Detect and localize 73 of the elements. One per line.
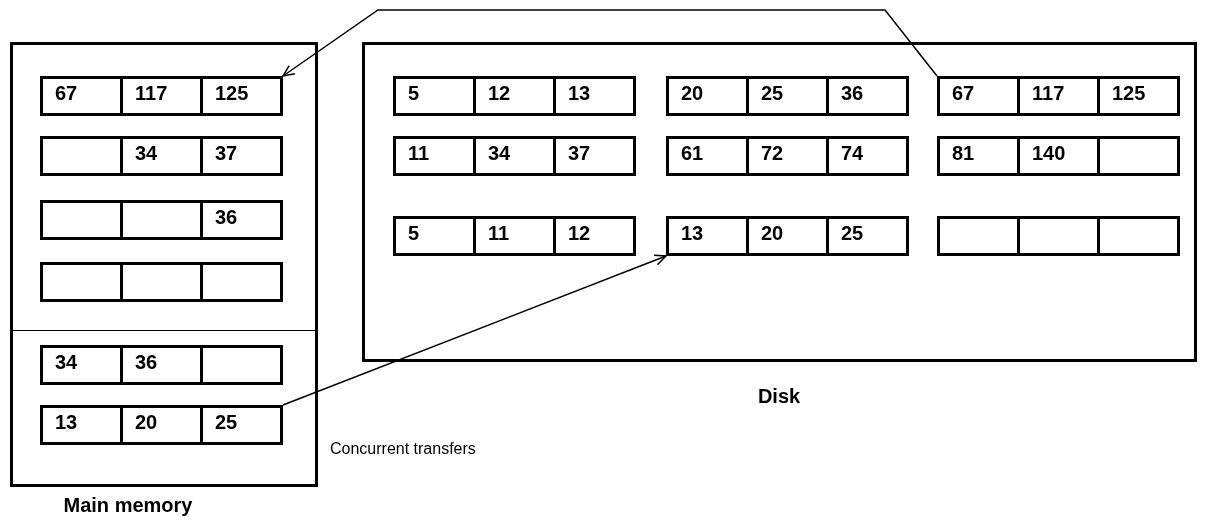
arrow xyxy=(282,254,667,406)
field-value: 34 xyxy=(135,141,158,165)
field-value: 34 xyxy=(488,141,511,165)
field-value: 25 xyxy=(215,410,238,434)
panel-title: Main memory xyxy=(63,494,193,517)
field-value: 37 xyxy=(215,141,238,165)
record-field xyxy=(666,216,749,256)
field-value: 13 xyxy=(568,81,591,105)
record-field xyxy=(826,76,909,116)
field-value: 13 xyxy=(681,221,704,245)
annotation-text: Concurrent transfers xyxy=(330,440,476,458)
field-value: 12 xyxy=(488,81,511,105)
record-field xyxy=(120,345,203,385)
record-field xyxy=(200,136,283,176)
record-field xyxy=(826,136,909,176)
record-field xyxy=(746,76,829,116)
field-value: 72 xyxy=(761,141,784,165)
field-value: 5 xyxy=(408,81,420,105)
record-field xyxy=(553,136,636,176)
field-value: 67 xyxy=(55,81,78,105)
record-field xyxy=(40,345,123,385)
field-value: 125 xyxy=(215,81,249,105)
record-field xyxy=(553,216,636,256)
field-value: 67 xyxy=(952,81,975,105)
record-field xyxy=(746,136,829,176)
record-field xyxy=(393,216,476,256)
record-field xyxy=(200,405,283,445)
record-field xyxy=(1097,76,1180,116)
field-value: 117 xyxy=(135,81,168,105)
field-value: 34 xyxy=(55,350,78,374)
record-field xyxy=(826,216,909,256)
record-field xyxy=(120,405,203,445)
record-field xyxy=(200,200,283,240)
field-value: 13 xyxy=(55,410,78,434)
field-value: 117 xyxy=(1032,81,1065,105)
field-value: 11 xyxy=(408,141,430,165)
record-field xyxy=(473,136,556,176)
record-field xyxy=(553,76,636,116)
record-field xyxy=(937,76,1020,116)
field-value: 140 xyxy=(1032,141,1066,165)
field-value: 36 xyxy=(215,205,238,229)
field-value: 25 xyxy=(761,81,784,105)
record-field xyxy=(666,76,749,116)
field-value: 36 xyxy=(135,350,158,374)
field-value: 25 xyxy=(841,221,864,245)
field-value: 37 xyxy=(568,141,591,165)
arrow xyxy=(282,9,938,77)
record-field xyxy=(200,76,283,116)
field-value: 81 xyxy=(952,141,975,165)
field-value: 11 xyxy=(488,221,510,245)
field-value: 12 xyxy=(568,221,591,245)
record-field xyxy=(473,76,556,116)
record-field xyxy=(666,136,749,176)
record-field xyxy=(393,136,476,176)
record-field xyxy=(40,76,123,116)
record-field xyxy=(1017,136,1100,176)
record-field xyxy=(40,405,123,445)
field-value: 125 xyxy=(1112,81,1146,105)
record-field xyxy=(393,76,476,116)
record-field xyxy=(120,136,203,176)
record-field xyxy=(473,216,556,256)
field-value: 36 xyxy=(841,81,864,105)
field-value: 20 xyxy=(761,221,784,245)
field-value: 20 xyxy=(135,410,158,434)
field-value: 61 xyxy=(681,141,704,165)
field-value: 20 xyxy=(681,81,704,105)
record-field xyxy=(937,136,1020,176)
record-field xyxy=(746,216,829,256)
field-value: 5 xyxy=(408,221,420,245)
record-field xyxy=(120,76,203,116)
record-field xyxy=(1017,76,1100,116)
field-value: 74 xyxy=(841,141,864,165)
panel-title: Disk xyxy=(757,385,801,408)
